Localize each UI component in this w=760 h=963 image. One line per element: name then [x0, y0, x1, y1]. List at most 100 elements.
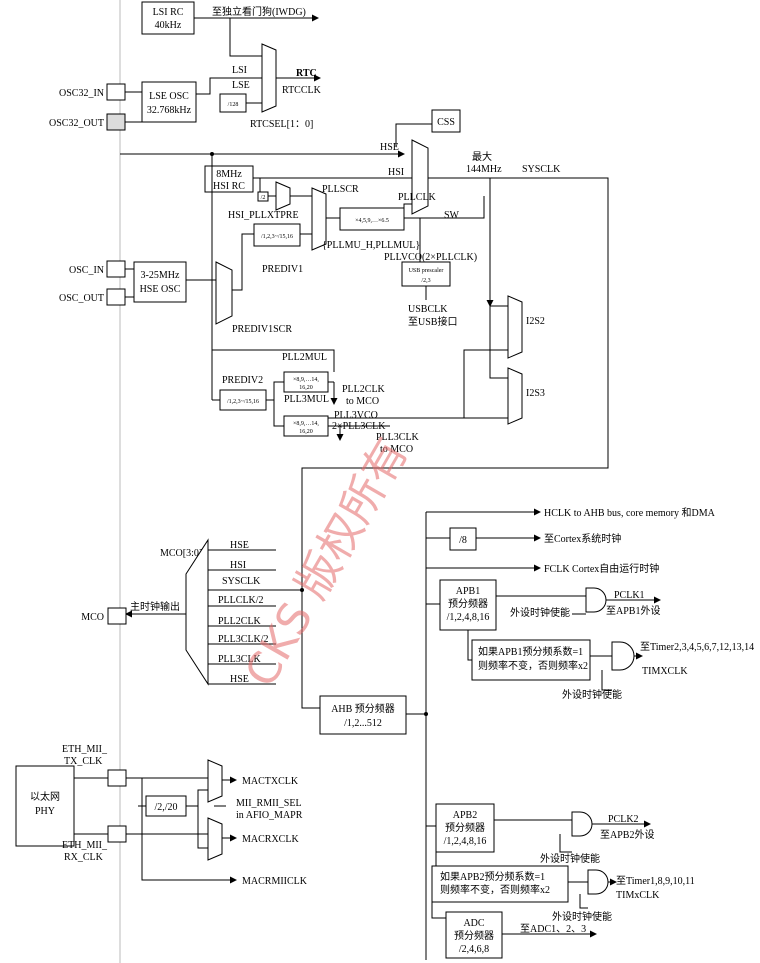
- svg-text:HSI RC: HSI RC: [213, 181, 245, 192]
- apb2-prescaler-box: APB2 预分频器 /1,2,4,8,16: [435, 803, 495, 853]
- svg-text:以太网: 以太网: [30, 790, 60, 803]
- macrmiiclk-label: MACRMIICLK: [242, 876, 308, 887]
- svg-text:/2,3: /2,3: [421, 278, 430, 284]
- macrx-mux: [207, 817, 223, 861]
- eth-rx-pin: [107, 825, 127, 843]
- ethernet-phy-block: 以太网 PHY: [15, 765, 75, 847]
- pllxtpre-mux: [275, 181, 291, 211]
- svg-text:AHB 预分频器: AHB 预分频器: [331, 702, 395, 715]
- pll3clk-label: PLL3CLK: [376, 432, 420, 443]
- svg-text:40kHz: 40kHz: [155, 20, 182, 31]
- mco-mux: [185, 538, 209, 686]
- pll3-mul-box: ×8,9,…14, 16,20: [283, 415, 329, 437]
- osc-in-pin: [106, 260, 126, 278]
- apb2-note-box: 如果APB2预分频系数=1 则频率不变，否则频率x2: [431, 865, 569, 903]
- mactxclk-label: MACTXCLK: [242, 776, 299, 787]
- mactx-mux: [207, 759, 223, 803]
- svg-text:ADC: ADC: [463, 918, 484, 929]
- pllscr-label: PLLSCR: [322, 184, 359, 195]
- usb-target-label: 至USB接口: [408, 315, 457, 328]
- i2s3-mux: [507, 367, 523, 425]
- svg-text:3-25MHz: 3-25MHz: [141, 270, 180, 281]
- hclk-label: HCLK to AHB bus, core memory 和DMA: [544, 507, 716, 519]
- watermark-text: CKS 版权所有: [235, 430, 418, 696]
- prediv2-box: /1,2,3~/15,16: [219, 389, 267, 411]
- svg-text:APB1: APB1: [456, 586, 480, 597]
- to-timer-a-label: 至Timer2,3,4,5,6,7,12,13,14: [640, 641, 754, 653]
- svg-text:×8,9,…14,: ×8,9,…14,: [293, 377, 319, 383]
- svg-text:CSS: CSS: [437, 117, 455, 128]
- svg-text:/1,2,4,8,16: /1,2,4,8,16: [447, 612, 490, 623]
- apb2-and-gate: [571, 811, 593, 837]
- prediv1-box: /1,2,3~/15,16: [253, 223, 301, 247]
- osc32-out-label: OSC32_OUT: [49, 118, 104, 129]
- svg-text:如果APB1预分频系数=1: 如果APB1预分频系数=1: [478, 645, 583, 658]
- osc-out-pin: [106, 288, 126, 306]
- svg-text:PLL3CLK/2: PLL3CLK/2: [218, 634, 269, 645]
- rtcsel-label: RTCSEL[1：0]: [250, 119, 313, 130]
- to-apb2-label: 至APB2外设: [600, 829, 654, 841]
- rtc-mux: [261, 43, 277, 113]
- mii-sel-reg-label: in AFIO_MAPR: [236, 810, 303, 821]
- pclk1-label: PCLK1: [614, 590, 645, 601]
- max-freq-label: 最大: [472, 150, 492, 163]
- mco-sel-label: MCO[3:0]: [160, 548, 202, 559]
- usbclk-label: USBCLK: [408, 304, 448, 315]
- svg-text:LSI RC: LSI RC: [153, 7, 184, 18]
- ahb-prescaler-box: AHB 预分频器 /1,2...512: [319, 695, 407, 735]
- max-freq-value: 144MHz: [466, 164, 502, 175]
- svg-text:预分频器: 预分频器: [454, 929, 494, 942]
- cortex-sys-label: 至Cortex系统时钟: [544, 532, 621, 545]
- svg-text:SYSCLK: SYSCLK: [222, 576, 261, 587]
- eth-tx-label: ETH_MII_: [62, 744, 108, 755]
- lsi-label: LSI: [232, 65, 247, 76]
- lse-osc-block: LSE OSC 32.768kHz: [141, 81, 197, 123]
- svg-text:16,20: 16,20: [299, 429, 313, 435]
- pll2mul-label: PLL2MUL: [282, 352, 327, 363]
- svg-text:/2: /2: [261, 195, 266, 201]
- svg-text:/8: /8: [459, 535, 467, 546]
- hse-osc-block: 3-25MHz HSE OSC: [133, 261, 187, 303]
- sysclk-bus: [301, 177, 609, 709]
- pllvco-label: PLLVCO(2×PLLCLK): [384, 252, 477, 263]
- to-iwdg-label: 至独立看门狗(IWDG): [212, 5, 306, 18]
- svg-text:HSE: HSE: [230, 540, 249, 551]
- apb1-prescaler-box: APB1 预分频器 /1,2,4,8,16: [439, 579, 497, 631]
- i2s3-label: I2S3: [526, 388, 545, 399]
- svg-text:/1,2...512: /1,2...512: [344, 718, 382, 729]
- prediv1scr-mux: [215, 261, 233, 325]
- svg-text:/1,2,3~/15,16: /1,2,3~/15,16: [261, 234, 293, 240]
- osc-out-label: OSC_OUT: [59, 293, 104, 304]
- usb-prescaler-box: USB prescaler /2,3: [401, 261, 451, 287]
- pll3clk-to-mco: to MCO: [380, 444, 413, 455]
- prediv1-label: PREDIV1: [262, 264, 303, 275]
- prediv2-label: PREDIV2: [222, 375, 263, 386]
- macrxclk-label: MACRXCLK: [242, 834, 299, 845]
- pll2clk-to-mco: to MCO: [346, 396, 379, 407]
- svg-text:LSE OSC: LSE OSC: [149, 91, 189, 102]
- i2s2-label: I2S2: [526, 316, 545, 327]
- adc-prescaler-box: ADC 预分频器 /2,4,6,8: [445, 911, 503, 959]
- svg-text:HSE OSC: HSE OSC: [140, 284, 181, 295]
- osc32-out-pin: [106, 113, 126, 131]
- timer-and-gate-a: [611, 641, 635, 671]
- pllclk-label: PLLCLK: [398, 192, 437, 203]
- svg-text:32.768kHz: 32.768kHz: [147, 105, 192, 116]
- osc32-in-label: OSC32_IN: [59, 88, 104, 99]
- sw-mux: [411, 139, 429, 215]
- pllmul-label: {PLLMU_H,PLLMUL}: [322, 240, 420, 251]
- svg-text:PLL2CLK: PLL2CLK: [218, 616, 262, 627]
- svg-text:则频率不变，否则频率x2: 则频率不变，否则频率x2: [440, 883, 550, 896]
- apb1-note-box: 如果APB1预分频系数=1 则频率不变，否则频率x2: [471, 639, 591, 681]
- pll3mul-label: PLL3MUL: [284, 394, 329, 405]
- svg-text:/2,/20: /2,/20: [154, 802, 177, 813]
- svg-text:APB2: APB2: [453, 810, 477, 821]
- eth-rx-label: ETH_MII_: [62, 840, 108, 851]
- div8-box: /8: [449, 527, 477, 551]
- sysclk-label: SYSCLK: [522, 164, 561, 175]
- lse-label: LSE: [232, 80, 250, 91]
- periph-en-apb1: 外设时钟使能: [510, 606, 570, 619]
- svg-text:/1,2,3~/15,16: /1,2,3~/15,16: [227, 399, 259, 405]
- div128-box: /128: [219, 93, 247, 113]
